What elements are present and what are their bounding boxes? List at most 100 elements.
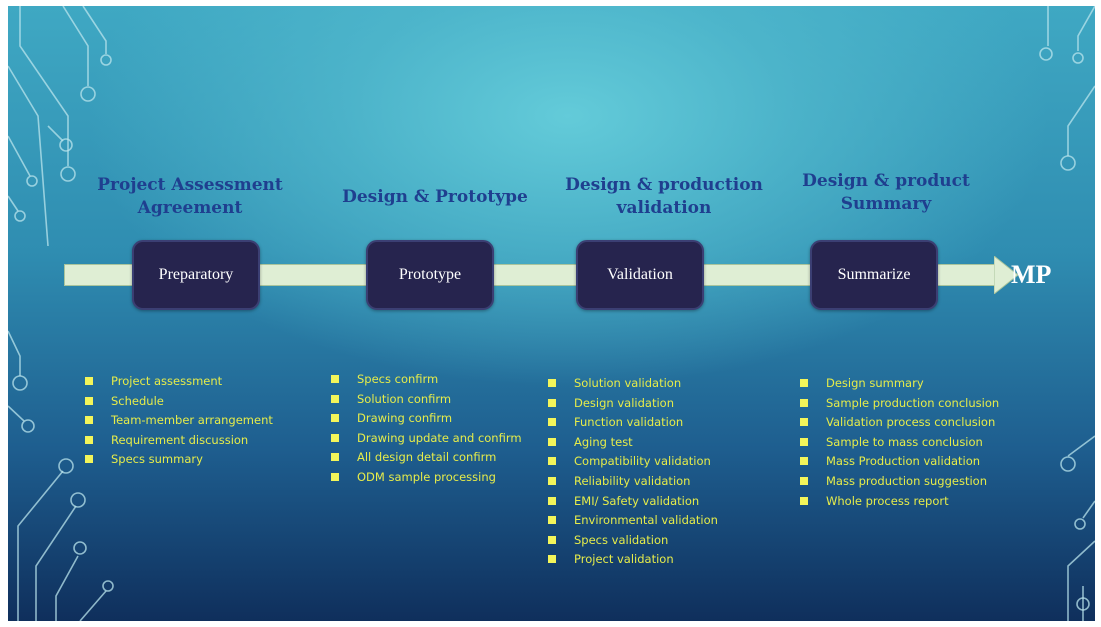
square-bullet-icon [548, 398, 556, 407]
task-label: Requirement discussion [111, 432, 249, 447]
square-bullet-icon [331, 472, 339, 481]
task-label: Schedule [111, 393, 164, 408]
task-label: Sample production conclusion [826, 395, 1000, 410]
stage-title-prototype: Design & Prototype [342, 187, 528, 207]
task-label: Whole process report [826, 493, 949, 508]
circuit-decoration [8, 6, 1095, 621]
square-bullet-icon [548, 516, 556, 525]
square-bullet-icon [331, 375, 339, 383]
square-bullet-icon [85, 435, 93, 444]
stage-title-summarize: Design & product Summary [802, 171, 970, 214]
task-label: All design detail confirm [357, 450, 497, 465]
timeline-arrowhead [994, 256, 1018, 294]
task-label: Solution confirm [357, 391, 452, 406]
stage-box-prototype: Prototype [366, 240, 494, 310]
task-label: Mass Production validation [826, 454, 981, 469]
task-item: Drawing confirm [331, 409, 522, 429]
task-label: Solution validation [574, 376, 682, 390]
stage-box-preparatory: Preparatory [132, 240, 260, 310]
task-label: Reliability validation [574, 473, 691, 488]
task-label: EMI/ Safety validation [574, 493, 700, 508]
square-bullet-icon [85, 455, 93, 464]
square-bullet-icon [548, 457, 556, 466]
task-item: Specs validation [548, 531, 718, 551]
square-bullet-icon [800, 457, 808, 466]
square-bullet-icon [800, 437, 808, 446]
task-item: Compatibility validation [548, 452, 718, 472]
task-item: Validation process conclusion [800, 413, 999, 433]
stage-box-validation: Validation [576, 240, 704, 310]
square-bullet-icon [800, 476, 808, 485]
task-item: Mass Production validation [800, 452, 999, 472]
square-bullet-icon [331, 433, 339, 442]
square-bullet-icon [331, 414, 339, 423]
task-item: Sample to mass conclusion [800, 433, 999, 453]
task-item: Specs summary [85, 450, 273, 470]
task-item: Sample production conclusion [800, 394, 999, 414]
task-label: Specs confirm [357, 372, 439, 386]
task-item: Whole process report [800, 492, 999, 512]
task-item: Specs confirm [331, 370, 522, 390]
square-bullet-icon [331, 453, 339, 462]
task-item: Design summary [800, 374, 999, 394]
task-item: Project validation [548, 550, 718, 570]
task-item: Solution confirm [331, 390, 522, 410]
task-item: Requirement discussion [85, 431, 273, 451]
task-label: Specs validation [574, 532, 669, 547]
task-label: Aging test [574, 434, 633, 449]
task-label: Design summary [826, 376, 924, 390]
task-item: Function validation [548, 413, 718, 433]
task-item: Project assessment [85, 372, 273, 392]
square-bullet-icon [85, 377, 93, 385]
square-bullet-icon [800, 496, 808, 505]
task-label: Sample to mass conclusion [826, 434, 983, 449]
task-label: Design validation [574, 395, 674, 410]
task-label: ODM sample processing [357, 469, 496, 484]
process-slide: MP Project Assessment Agreement Preparat… [8, 6, 1095, 621]
square-bullet-icon [548, 418, 556, 427]
task-item: Environmental validation [548, 511, 718, 531]
stage-box-summarize: Summarize [810, 240, 938, 310]
square-bullet-icon [800, 418, 808, 427]
square-bullet-icon [548, 379, 556, 387]
square-bullet-icon [548, 496, 556, 505]
task-item: Solution validation [548, 374, 718, 394]
task-label: Environmental validation [574, 513, 718, 528]
square-bullet-icon [331, 394, 339, 403]
square-bullet-icon [800, 379, 808, 387]
task-label: Validation process conclusion [826, 415, 996, 430]
task-label: Compatibility validation [574, 454, 711, 469]
task-label: Specs summary [111, 452, 203, 467]
square-bullet-icon [548, 437, 556, 446]
task-item: Drawing update and confirm [331, 429, 522, 449]
task-label: Drawing confirm [357, 411, 453, 426]
stage-title-preparatory: Project Assessment Agreement [97, 175, 283, 218]
stage-title-validation: Design & production validation [565, 175, 763, 218]
task-label: Function validation [574, 415, 684, 430]
task-item: EMI/ Safety validation [548, 492, 718, 512]
task-item: Aging test [548, 433, 718, 453]
square-bullet-icon [548, 476, 556, 485]
task-item: Team-member arrangement [85, 411, 273, 431]
square-bullet-icon [85, 396, 93, 405]
task-item: Reliability validation [548, 472, 718, 492]
task-item: Schedule [85, 392, 273, 412]
square-bullet-icon [548, 535, 556, 544]
task-item: Mass production suggestion [800, 472, 999, 492]
task-label: Project validation [574, 552, 674, 567]
task-label: Team-member arrangement [111, 413, 273, 428]
task-item: Design validation [548, 394, 718, 414]
task-label: Project assessment [111, 374, 223, 388]
square-bullet-icon [85, 416, 93, 425]
task-item: All design detail confirm [331, 448, 522, 468]
square-bullet-icon [548, 555, 556, 564]
task-label: Drawing update and confirm [357, 430, 522, 445]
mp-end-label: MP [1011, 260, 1052, 289]
task-label: Mass production suggestion [826, 473, 987, 488]
task-item: ODM sample processing [331, 468, 522, 488]
square-bullet-icon [800, 398, 808, 407]
